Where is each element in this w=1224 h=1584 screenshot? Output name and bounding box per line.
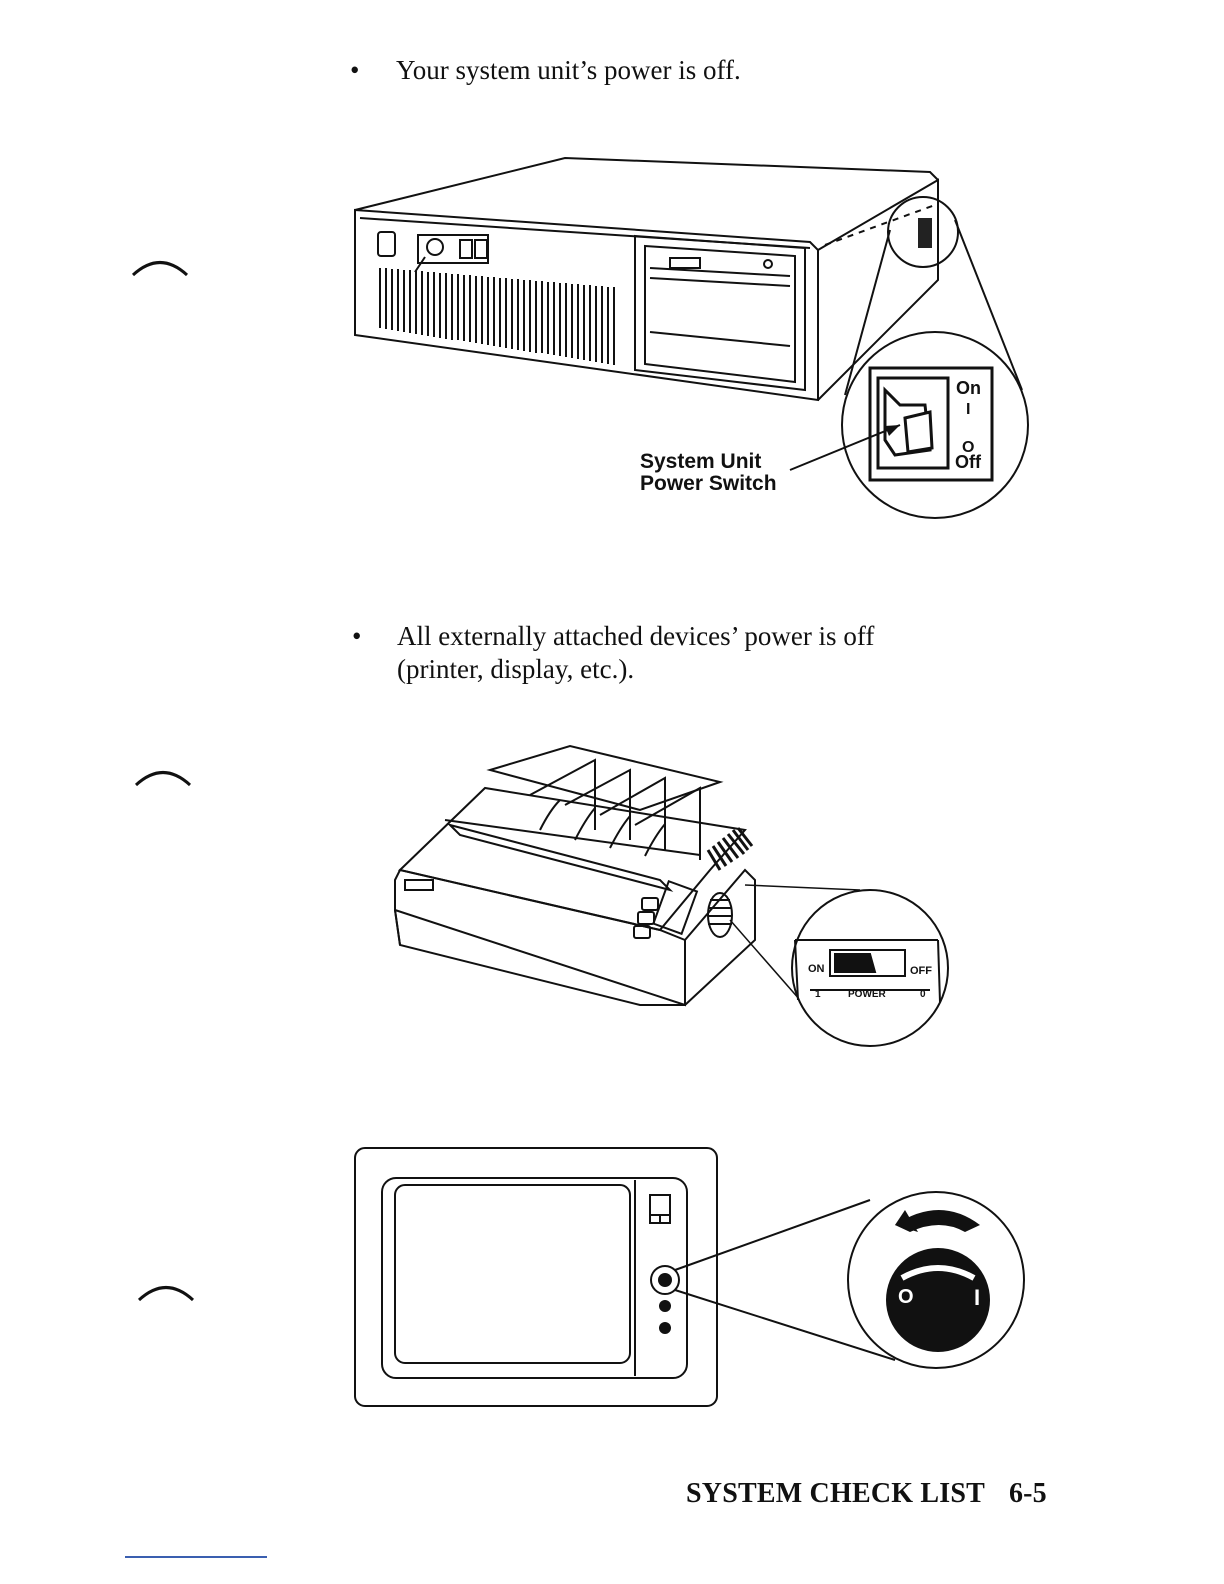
display-illustration: O I [350, 1140, 1040, 1420]
bullet-text: Your system unit’s power is off. [396, 54, 741, 87]
page-number: 6-5 [1009, 1478, 1047, 1509]
callout-line-1: System Unit [640, 450, 761, 473]
callout-line-2: Power Switch [640, 472, 777, 495]
display-brightness-knob [659, 1322, 671, 1334]
switch-off-label: Off [955, 452, 982, 472]
printer-off-label: OFF [910, 965, 932, 977]
vent-grille [380, 268, 614, 365]
switch-on-label: On [956, 378, 981, 398]
diskette-drive [635, 236, 805, 390]
printer-one-label: 1 [815, 989, 821, 1000]
footer-title: SYSTEM CHECK LIST [686, 1478, 985, 1509]
printer-illustration: ON OFF 1 POWER 0 [390, 740, 950, 1050]
printer-zero-label: 0 [920, 989, 926, 1000]
display-off-symbol: O [898, 1286, 914, 1308]
display-contrast-knob [659, 1300, 671, 1312]
display-power-knob [658, 1273, 672, 1287]
bullet-dot: • [350, 54, 359, 87]
printer-power-label: POWER [848, 989, 887, 1000]
bullet-dot: • [352, 620, 361, 653]
binder-mark-top [125, 245, 195, 285]
binder-mark-middle [130, 755, 200, 795]
printer-on-label: ON [808, 963, 825, 975]
bottom-rule [125, 1556, 267, 1558]
power-switch-small [918, 218, 932, 248]
display-on-symbol: I [974, 1285, 980, 1310]
switch-on-symbol: I [966, 401, 970, 418]
system-unit-illustration: On I O Off System Unit Power Switch [340, 150, 1040, 530]
bullet-text-line-1: All externally attached devices’ power i… [397, 620, 874, 653]
page-footer: SYSTEM CHECK LIST 6-5 [686, 1478, 1047, 1510]
bullet-text-line-2: (printer, display, etc.). [397, 653, 634, 686]
binder-mark-bottom [133, 1270, 203, 1310]
